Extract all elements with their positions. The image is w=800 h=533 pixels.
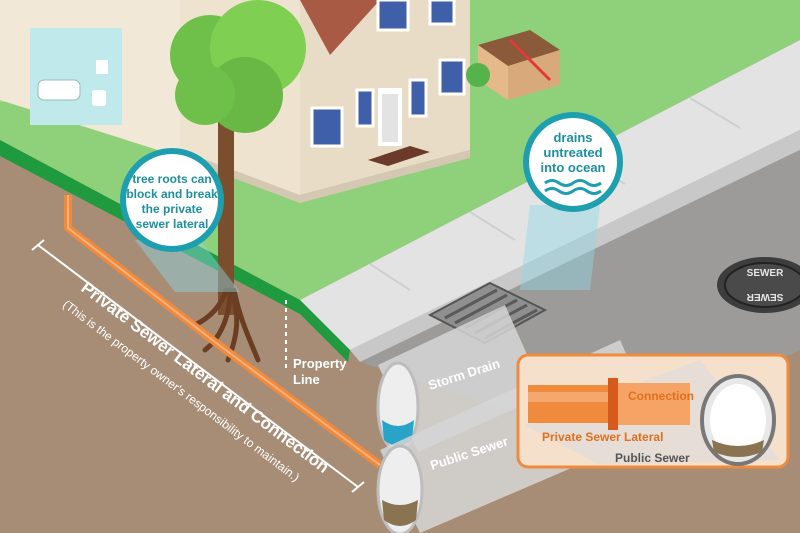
manhole-label-top: SEWER <box>747 268 784 279</box>
tree <box>170 0 306 315</box>
inset-private-lateral-label: Private Sewer Lateral <box>542 430 663 444</box>
property-line-label-2: Line <box>293 372 320 387</box>
compost-bin <box>478 30 560 100</box>
house-windows <box>310 0 466 148</box>
lawn-soil-edge <box>0 140 350 362</box>
ocean-callout-line-3: into ocean <box>540 160 605 175</box>
lateral-bracket <box>31 239 365 493</box>
ocean-callout-line-1: drains <box>553 130 592 145</box>
ocean-callout-line-2: untreated <box>543 145 602 160</box>
tree-callout-line-3: the private <box>142 202 203 216</box>
wave-icon <box>544 179 602 195</box>
property-line-label-1: Property <box>293 356 347 371</box>
tree-callout-line-4: sewer lateral <box>136 217 209 231</box>
manhole-cover: SEWER SEWER <box>717 257 800 313</box>
manhole-label-bottom: SEWER <box>746 291 783 302</box>
private-sewer-lateral-pipe <box>64 195 383 469</box>
door-steps <box>368 146 430 166</box>
inset-connection-label: Connection <box>628 389 694 403</box>
inset-public-sewer-label: Public Sewer <box>615 451 690 465</box>
tree-roots-callout: tree roots can block and break the priva… <box>120 148 240 292</box>
shrub <box>466 63 490 87</box>
ocean-callout: drains untreated into ocean <box>520 112 623 290</box>
storm-drain-pipe <box>376 305 545 453</box>
tree-callout-line-2: block and break <box>126 187 218 201</box>
connection-inset: Connection Private Sewer Lateral Public … <box>516 353 790 469</box>
bathroom-cutaway <box>30 28 122 125</box>
tree-callout-line-1: tree roots can <box>132 172 211 186</box>
